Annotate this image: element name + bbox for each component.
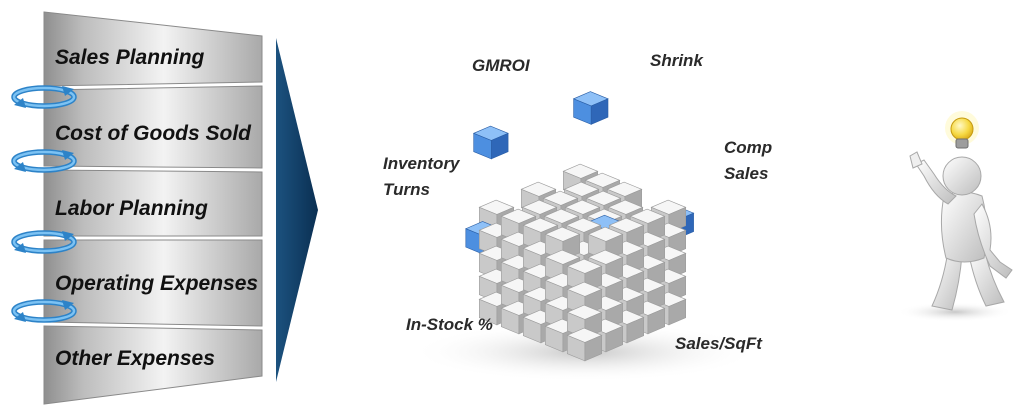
figure-raised-arm bbox=[915, 159, 957, 205]
data-cube-icon bbox=[465, 91, 695, 362]
metric-label-comp: Comp bbox=[724, 138, 773, 157]
lightbulb-icon bbox=[950, 117, 974, 141]
step-label-labor-planning: Labor Planning bbox=[55, 197, 208, 220]
figure-shadow bbox=[897, 302, 1013, 322]
bulb-base bbox=[955, 138, 969, 149]
right-chevron-arrow-icon bbox=[276, 38, 318, 382]
gray-block bbox=[566, 327, 603, 362]
metric-label-gmroi: GMROI bbox=[472, 56, 530, 75]
metric-label-in-stock: In-Stock % bbox=[406, 315, 493, 334]
metric-label-shrink: Shrink bbox=[650, 51, 703, 70]
panel-labor-planning bbox=[43, 169, 263, 237]
figure-pointing-finger bbox=[909, 151, 923, 169]
thinking-person-lightbulb-icon bbox=[897, 111, 1013, 322]
step-label-cost-of-goods-sold: Cost of Goods Sold bbox=[55, 122, 251, 145]
figure-left-leg bbox=[931, 249, 963, 311]
step-label-sales-planning: Sales Planning bbox=[55, 46, 205, 69]
metric-label-sales-sqft: Sales/SqFt bbox=[675, 334, 762, 353]
process-panels bbox=[43, 11, 263, 405]
metric-label-turns: Turns bbox=[383, 180, 430, 199]
step-label-other-expenses: Other Expenses bbox=[55, 347, 215, 370]
blue-metric-block bbox=[472, 125, 509, 160]
panel-other-expenses bbox=[43, 325, 263, 405]
metric-label-sales: Sales bbox=[724, 164, 769, 183]
figure-hip-arm bbox=[973, 203, 1013, 279]
gray-block bbox=[544, 226, 581, 261]
metric-label-inventory: Inventory bbox=[383, 154, 460, 173]
panel-sales-planning bbox=[43, 11, 263, 87]
figure-head bbox=[942, 156, 982, 196]
step-label-operating-expenses: Operating Expenses bbox=[55, 272, 259, 295]
panel-operating-expenses bbox=[43, 239, 263, 327]
blue-metric-block bbox=[572, 91, 609, 125]
panel-cost-of-goods-sold bbox=[43, 85, 263, 169]
